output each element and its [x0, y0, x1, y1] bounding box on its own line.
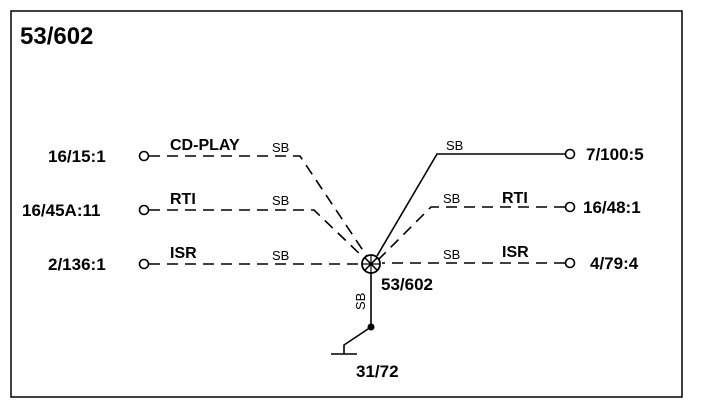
wire-color-left-1: SB [272, 140, 289, 155]
terminal-right-2 [564, 201, 576, 213]
wire-left-2 [149, 209, 367, 261]
function-label-right-3: ISR [502, 244, 529, 261]
wire-color-right-1: SB [446, 138, 463, 153]
wire-color-right-2: SB [443, 191, 460, 206]
ground-wire-color: SB [353, 293, 368, 310]
ground-symbol [331, 326, 372, 355]
wire-color-left-3: SB [272, 248, 289, 263]
terminal-label-left-2: 16/45A:11 [22, 201, 100, 220]
diagram-frame [10, 10, 683, 398]
function-label-left-1: CD-PLAY [170, 137, 240, 154]
center-connector-label: 53/602 [381, 275, 433, 294]
function-label-right-2: RTI [502, 190, 528, 207]
function-label-left-3: ISR [170, 245, 197, 262]
terminal-right-1 [564, 148, 576, 160]
wire-color-right-3: SB [443, 247, 460, 262]
wire-left-1 [149, 155, 369, 259]
terminal-right-3 [564, 257, 576, 269]
wire-color-left-2: SB [272, 193, 289, 208]
terminal-label-right-1: 7/100:5 [586, 145, 644, 164]
wire-right-1 [376, 153, 565, 257]
terminal-label-right-2: 16/48:1 [583, 198, 641, 217]
function-label-left-2: RTI [170, 191, 196, 208]
diagram-title: 53/602 [20, 23, 93, 50]
terminal-label-right-3: 4/79:4 [590, 254, 639, 273]
terminal-left-1 [138, 150, 150, 162]
terminal-label-left-1: 16/15:1 [48, 147, 106, 166]
terminal-left-3 [138, 258, 150, 270]
splice-connector-symbol [361, 254, 381, 274]
terminal-label-left-3: 2/136:1 [48, 255, 106, 274]
wire-right-2 [377, 206, 565, 261]
terminal-left-2 [138, 204, 150, 216]
ground-label: 31/72 [356, 362, 399, 381]
